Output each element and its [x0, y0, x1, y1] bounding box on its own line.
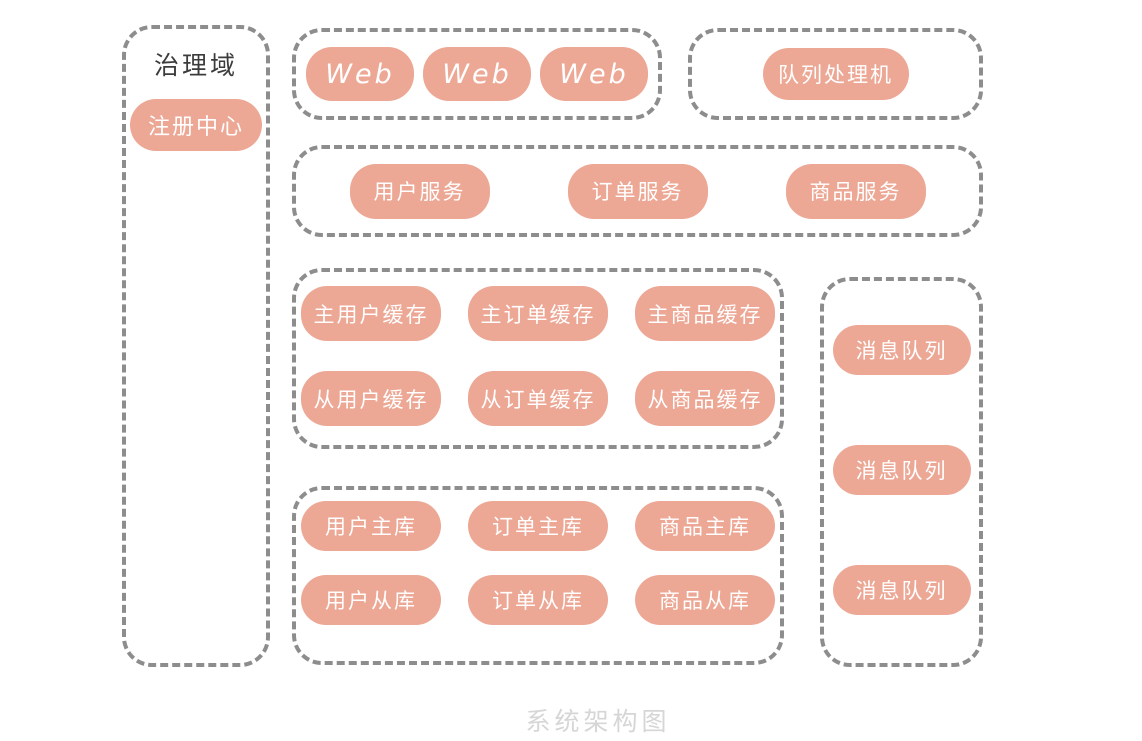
- message-queue-node-2: 消息队列: [832, 445, 971, 495]
- order-master-db-node: 订单主库: [468, 501, 608, 551]
- slave-user-cache-node: 从用户缓存: [301, 371, 441, 426]
- web-node-3: Web: [540, 47, 648, 101]
- product-service-node: 商品服务: [785, 163, 926, 219]
- governance-domain-label: 治理域: [153, 51, 238, 80]
- message-queue-node-3: 消息队列: [832, 565, 971, 615]
- governance-domain-group: 治理域 注册中心: [122, 25, 270, 667]
- order-slave-db-node: 订单从库: [468, 575, 608, 625]
- queue-processor-node: 队列处理机: [762, 48, 909, 100]
- slave-product-cache-node: 从商品缓存: [635, 371, 775, 426]
- user-slave-db-node: 用户从库: [301, 575, 441, 625]
- master-order-cache-node: 主订单缓存: [468, 286, 608, 341]
- user-service-node: 用户服务: [349, 163, 490, 219]
- master-product-cache-node: 主商品缓存: [635, 286, 775, 341]
- product-master-db-node: 商品主库: [635, 501, 775, 551]
- diagram-title: 系统架构图: [525, 707, 671, 736]
- message-queue-node-1: 消息队列: [832, 325, 971, 375]
- product-slave-db-node: 商品从库: [635, 575, 775, 625]
- web-tier-group: Web Web Web: [292, 28, 662, 120]
- master-user-cache-node: 主用户缓存: [301, 286, 441, 341]
- order-service-node: 订单服务: [567, 163, 708, 219]
- services-group: 用户服务 订单服务 商品服务: [292, 145, 983, 237]
- slave-order-cache-node: 从订单缓存: [468, 371, 608, 426]
- cache-group: 主用户缓存 主订单缓存 主商品缓存 从用户缓存 从订单缓存 从商品缓存: [292, 268, 784, 449]
- queue-processor-group: 队列处理机: [688, 28, 983, 120]
- database-group: 用户主库 订单主库 商品主库 用户从库 订单从库 商品从库: [292, 486, 784, 665]
- user-master-db-node: 用户主库: [301, 501, 441, 551]
- web-node-1: Web: [306, 47, 414, 101]
- message-queue-group: 消息队列 消息队列 消息队列: [820, 277, 983, 667]
- web-node-2: Web: [423, 47, 531, 101]
- registry-center-node: 注册中心: [130, 99, 262, 151]
